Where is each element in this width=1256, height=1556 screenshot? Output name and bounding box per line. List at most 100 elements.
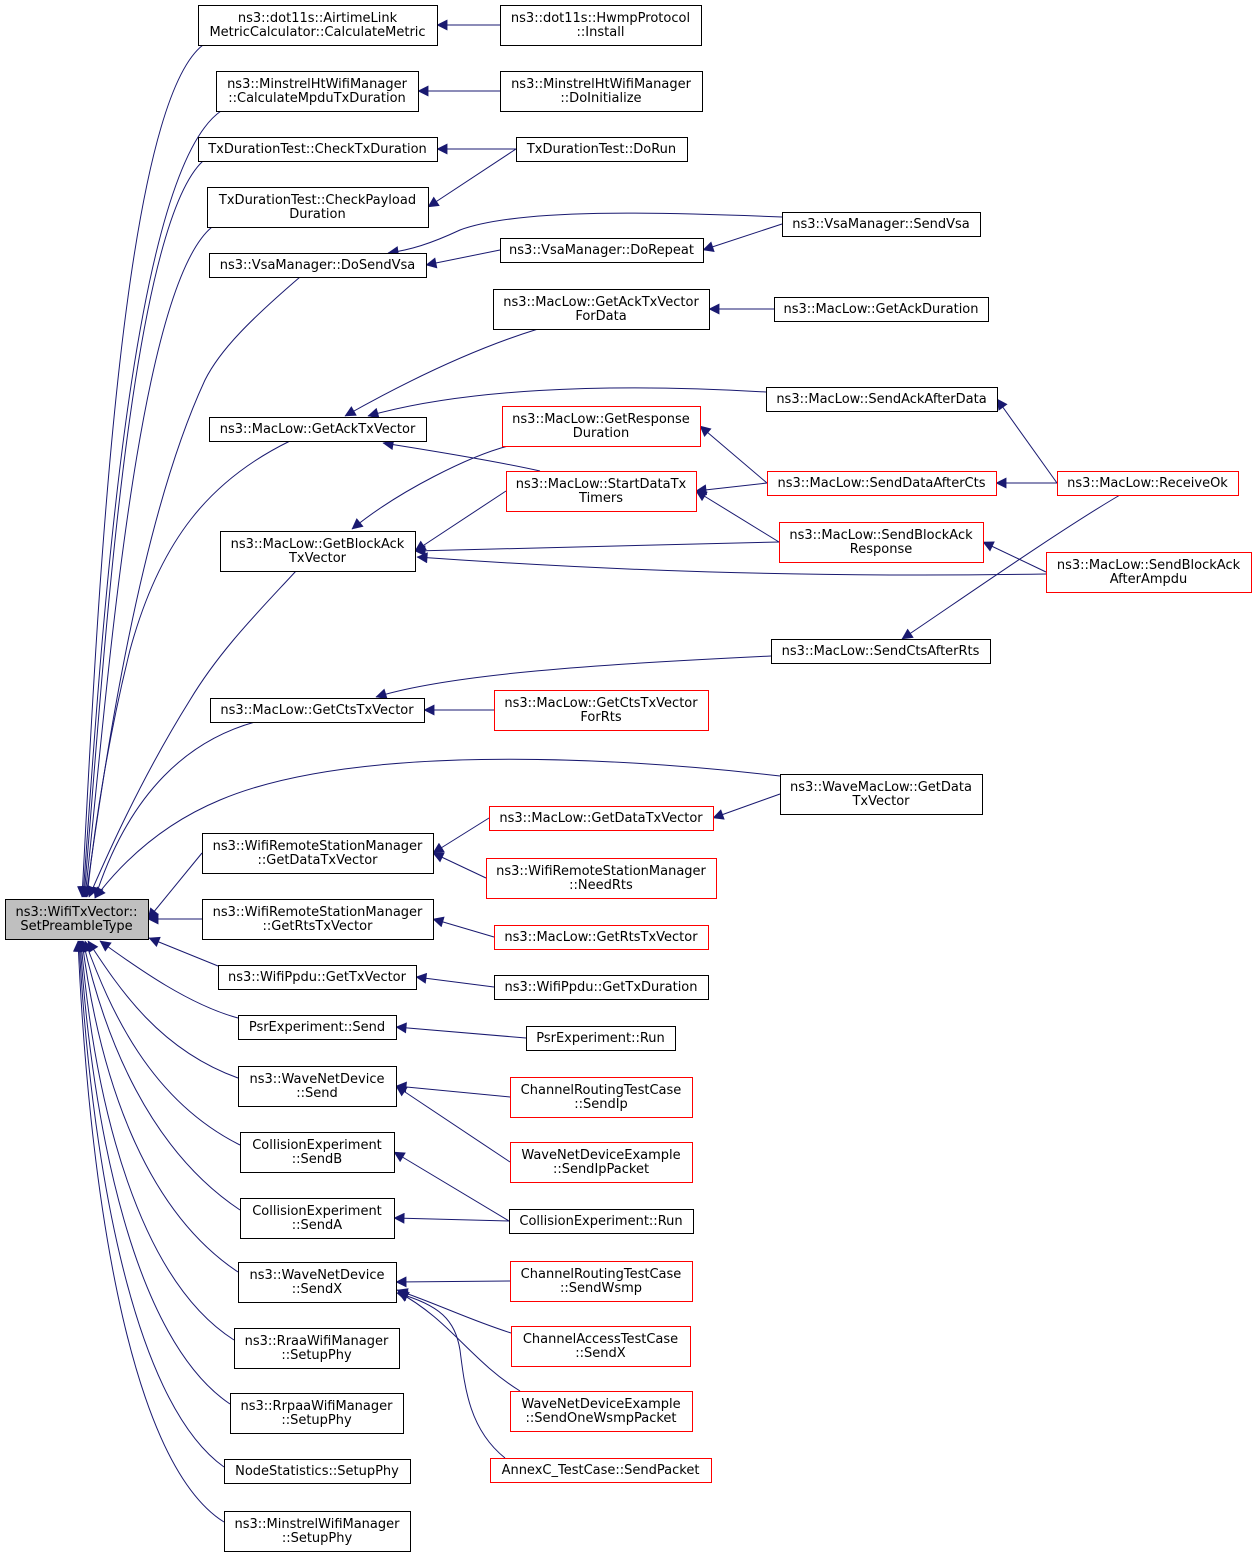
node-label: SetPreambleType	[20, 919, 132, 934]
node-label: AfterAmpdu	[1110, 572, 1188, 587]
graph-node[interactable]: ns3::WaveNetDevice::Send	[238, 1066, 397, 1107]
edge-line	[901, 494, 1121, 640]
edge-psrSend-to-root	[99, 940, 239, 1019]
graph-node[interactable]: ns3::MacLow::GetCtsTxVector	[210, 698, 425, 723]
node-box	[493, 289, 710, 330]
graph-node[interactable]: ns3::MinstrelHtWifiManager::CalculateMpd…	[216, 71, 419, 112]
edge-calcMetric-to-root	[77, 44, 204, 898]
node-box	[771, 639, 991, 664]
node-box	[494, 690, 709, 731]
graph-node[interactable]: CollisionExperiment::SendA	[240, 1198, 395, 1239]
node-label: ns3::MacLow::GetAckTxVector	[220, 422, 416, 437]
graph-node[interactable]: ns3::WifiRemoteStationManager::NeedRts	[486, 858, 717, 899]
node-label: CollisionExperiment::Run	[519, 1214, 682, 1229]
edge-line	[395, 1022, 527, 1039]
edge-chanSendIp-to-waveSend	[395, 1081, 511, 1098]
node-label: ns3::VsaManager::DoSendVsa	[220, 258, 416, 273]
graph-node[interactable]: ns3::RraaWifiManager::SetupPhy	[234, 1328, 400, 1369]
node-box	[516, 137, 688, 162]
graph-node[interactable]: ns3::MinstrelHtWifiManager::DoInitialize	[500, 71, 703, 112]
node-box	[198, 5, 438, 46]
node-box	[224, 1459, 411, 1484]
node-label: ns3::MacLow::SendAckAfterData	[776, 392, 986, 407]
edge-sendVsa-to-doRepeat	[702, 223, 783, 252]
node-label: CollisionExperiment	[252, 1204, 382, 1219]
graph-node[interactable]: ns3::MacLow::GetAckTxVector	[209, 417, 427, 442]
node-label: ns3::WifiRemoteStationManager	[213, 839, 423, 854]
node-box	[1057, 471, 1239, 496]
graph-node[interactable]: ChannelRoutingTestCase::SendIp	[510, 1077, 693, 1118]
graph-node[interactable]: ns3::MinstrelWifiManager::SetupPhy	[224, 1511, 411, 1552]
graph-node[interactable]: ns3::dot11s::HwmpProtocol::Install	[500, 5, 702, 46]
node-box	[5, 899, 149, 940]
edge-line	[416, 552, 1047, 576]
graph-node[interactable]: ChannelRoutingTestCase::SendWsmp	[510, 1261, 693, 1302]
node-label: Duration	[289, 207, 345, 222]
graph-node[interactable]: ns3::MacLow::GetAckDuration	[774, 297, 989, 322]
node-label: ns3::VsaManager::DoRepeat	[509, 243, 694, 258]
node-label: PsrExperiment::Run	[536, 1031, 665, 1046]
graph-node[interactable]: ns3::WifiRemoteStationManager::GetRtsTxV…	[202, 899, 434, 940]
graph-node[interactable]: AnnexC_TestCase::SendPacket	[490, 1458, 712, 1483]
node-label: ChannelAccessTestCase	[523, 1332, 678, 1347]
graph-node[interactable]: ChannelAccessTestCase::SendX	[511, 1326, 691, 1367]
graph-node[interactable]: ns3::MacLow::ReceiveOk	[1057, 471, 1239, 496]
graph-node[interactable]: ns3::VsaManager::DoRepeat	[500, 238, 704, 263]
edge-collSendB-to-root	[83, 940, 241, 1146]
graph-node[interactable]: WaveNetDeviceExample::SendIpPacket	[510, 1142, 693, 1183]
node-box	[238, 1262, 397, 1303]
graph-node[interactable]: ns3::MacLow::SendDataAfterCts	[767, 471, 997, 496]
graph-node[interactable]: ns3::MacLow::GetRtsTxVector	[494, 925, 709, 950]
graph-node[interactable]: TxDurationTest::DoRun	[516, 137, 688, 162]
node-box	[230, 1393, 404, 1434]
graph-node[interactable]: ns3::MacLow::GetDataTxVector	[489, 806, 714, 831]
graph-node[interactable]: ns3::WaveNetDevice::SendX	[238, 1262, 397, 1303]
edge-sendVsa-to-doSendVsa	[387, 212, 783, 258]
node-label: ::SendIp	[574, 1097, 628, 1112]
node-label: PsrExperiment::Send	[249, 1020, 385, 1035]
graph-node[interactable]: NodeStatistics::SetupPhy	[224, 1459, 411, 1484]
graph-node[interactable]: ns3::dot11s::AirtimeLinkMetricCalculator…	[198, 5, 438, 46]
graph-node[interactable]: WaveNetDeviceExample::SendOneWsmpPacket	[510, 1391, 693, 1432]
graph-node[interactable]: ns3::RrpaaWifiManager::SetupPhy	[230, 1393, 404, 1434]
edge-rrpaa-to-root	[75, 940, 231, 1405]
edge-getRespDur-to-getBlockAck	[351, 445, 509, 530]
graph-node[interactable]: ns3::WaveMacLow::GetDataTxVector	[780, 774, 983, 815]
graph-node[interactable]: ns3::WifiRemoteStationManager::GetDataTx…	[202, 833, 434, 874]
graph-node[interactable]: ns3::WifiPpdu::GetTxVector	[218, 965, 417, 990]
graph-node[interactable]: ns3::VsaManager::DoSendVsa	[209, 253, 427, 278]
node-box	[220, 531, 416, 572]
graph-node[interactable]: TxDurationTest::CheckTxDuration	[198, 137, 438, 162]
edge-line	[72, 940, 225, 1523]
graph-node[interactable]: CollisionExperiment::SendB	[240, 1132, 395, 1173]
edge-line	[75, 940, 231, 1405]
edge-sendBlockAckAmpdu-to-sendBlockAckResp	[982, 541, 1047, 573]
graph-node[interactable]: PsrExperiment::Run	[526, 1026, 676, 1051]
graph-node[interactable]: CollisionExperiment::Run	[509, 1209, 694, 1234]
graph-node[interactable]: ns3::MacLow::SendCtsAfterRts	[771, 639, 991, 664]
node-box	[202, 899, 434, 940]
edge-doRepeat-to-doSendVsa	[425, 249, 501, 269]
node-box	[216, 71, 419, 112]
node-label: ::SendOneWsmpPacket	[525, 1411, 676, 1426]
edge-calcMpdu-to-root	[78, 110, 222, 898]
node-label: ::CalculateMpduTxDuration	[228, 91, 406, 106]
graph-node[interactable]: ns3::MacLow::SendAckAfterData	[766, 387, 998, 412]
edge-startDataTx-to-getBlockAck	[414, 490, 507, 552]
graph-node[interactable]: ns3::VsaManager::SendVsa	[782, 212, 981, 237]
graph-node[interactable]: PsrExperiment::Send	[238, 1015, 397, 1040]
graph-node[interactable]: ns3::WifiPpdu::GetTxDuration	[494, 975, 709, 1000]
node-label: ns3::MacLow::GetBlockAck	[231, 537, 405, 552]
node-label: TxDurationTest::CheckTxDuration	[207, 142, 427, 157]
edge-line	[395, 1276, 511, 1288]
node-label: ::SetupPhy	[281, 1348, 352, 1363]
edge-line	[695, 482, 768, 496]
